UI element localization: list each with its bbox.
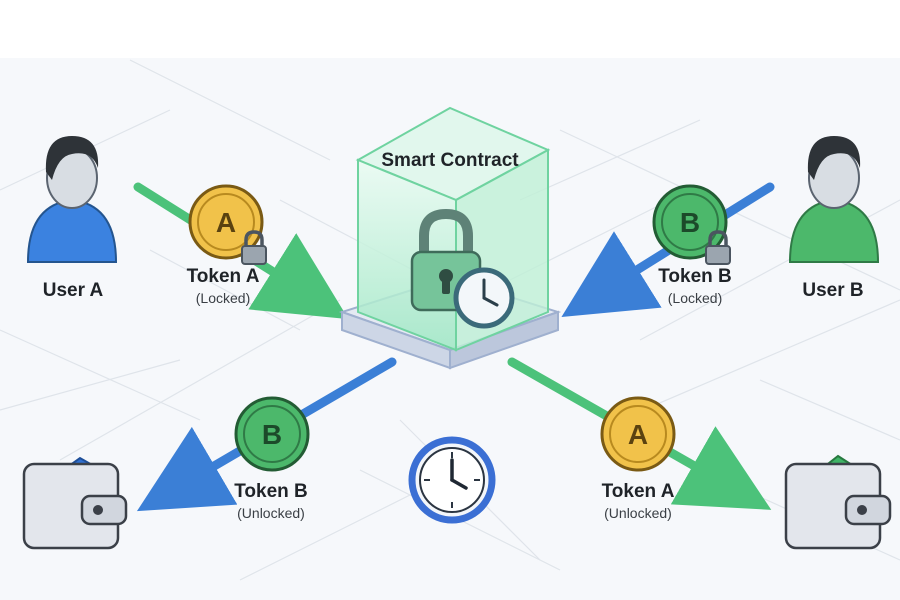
user-a-label: User A bbox=[42, 280, 104, 301]
lock-icon-token-a bbox=[241, 230, 267, 265]
user-b-label: User B bbox=[802, 280, 864, 301]
lock-icon-token-b bbox=[705, 230, 731, 265]
token-b-unlocked-label: Token B bbox=[234, 481, 308, 502]
svg-text:A: A bbox=[628, 419, 648, 450]
token-b-unlocked-status: (Unlocked) bbox=[237, 505, 305, 521]
timelock-clock-icon bbox=[408, 436, 496, 524]
token-a-unlocked-status: (Unlocked) bbox=[604, 505, 672, 521]
wallet-user-b-icon bbox=[784, 454, 892, 550]
contract-clock-icon bbox=[453, 267, 515, 329]
token-b-locked-status: (Locked) bbox=[667, 290, 723, 306]
token-a-unlocked-label: Token A bbox=[601, 481, 675, 502]
coin-token-b-unlocked: B bbox=[234, 396, 310, 472]
token-a-locked-label: Token A bbox=[186, 266, 260, 287]
coin-token-b-locked: B bbox=[652, 184, 728, 260]
svg-text:B: B bbox=[262, 419, 282, 450]
wallet-user-a-icon bbox=[22, 456, 128, 550]
token-a-locked-status: (Locked) bbox=[195, 290, 251, 306]
user-a-icon bbox=[26, 136, 118, 263]
smart-contract-title: Smart Contract bbox=[381, 150, 519, 171]
coin-token-a-locked: A bbox=[188, 184, 264, 260]
coin-token-a-unlocked: A bbox=[600, 396, 676, 472]
user-b-icon bbox=[788, 136, 880, 263]
svg-text:A: A bbox=[216, 207, 236, 238]
token-b-locked-label: Token B bbox=[658, 266, 732, 287]
svg-text:B: B bbox=[680, 207, 700, 238]
